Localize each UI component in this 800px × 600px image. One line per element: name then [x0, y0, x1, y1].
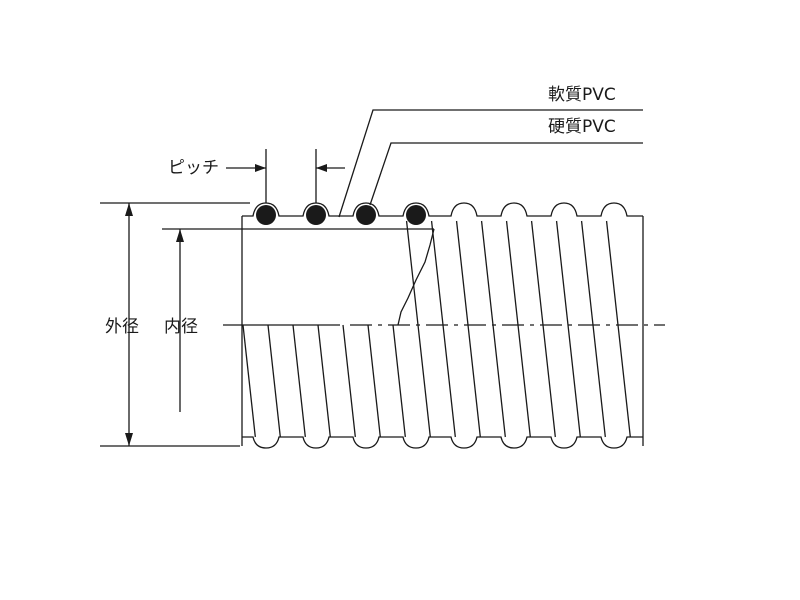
helix-line [480, 220, 506, 438]
helix-line [267, 324, 281, 438]
inner-diameter-label: 内径 [164, 317, 198, 337]
cutaway-break-line [397, 228, 435, 326]
helix-line [367, 324, 381, 438]
helix-line [342, 324, 356, 438]
outer-diameter-label: 外径 [105, 317, 139, 337]
helix-line [505, 220, 531, 438]
pitch-arrowhead-left [255, 164, 266, 172]
soft-pvc-leader [338, 109, 643, 218]
soft-pvc-label: 軟質PVC [548, 85, 616, 105]
hard-pvc-label: 硬質PVC [548, 117, 616, 137]
tube-top-corrugated-outline [242, 202, 643, 217]
helix-line [292, 324, 306, 438]
hard-pvc-wire [256, 205, 276, 225]
helix-line [455, 220, 481, 438]
hard-pvc-wire [306, 205, 326, 225]
outer-diameter-arrowhead-bottom [125, 433, 133, 446]
helix-line [605, 220, 631, 438]
helix-line [530, 220, 556, 438]
helix-line [555, 220, 581, 438]
helix-line [317, 324, 331, 438]
inner-diameter-arrowhead-top [176, 229, 184, 242]
pitch-arrowhead-right [316, 164, 327, 172]
helix-line [242, 324, 256, 438]
tube-bottom-corrugated-outline [242, 436, 643, 449]
hard-pvc-wire [356, 205, 376, 225]
helix-line [580, 220, 606, 438]
pitch-label: ピッチ [168, 158, 219, 178]
helix-line [430, 220, 456, 438]
hard-pvc-wire [406, 205, 426, 225]
hard-pvc-leader [369, 142, 643, 206]
helix-line [392, 324, 406, 438]
helix-line [405, 220, 431, 438]
outer-diameter-arrowhead-top [125, 203, 133, 216]
